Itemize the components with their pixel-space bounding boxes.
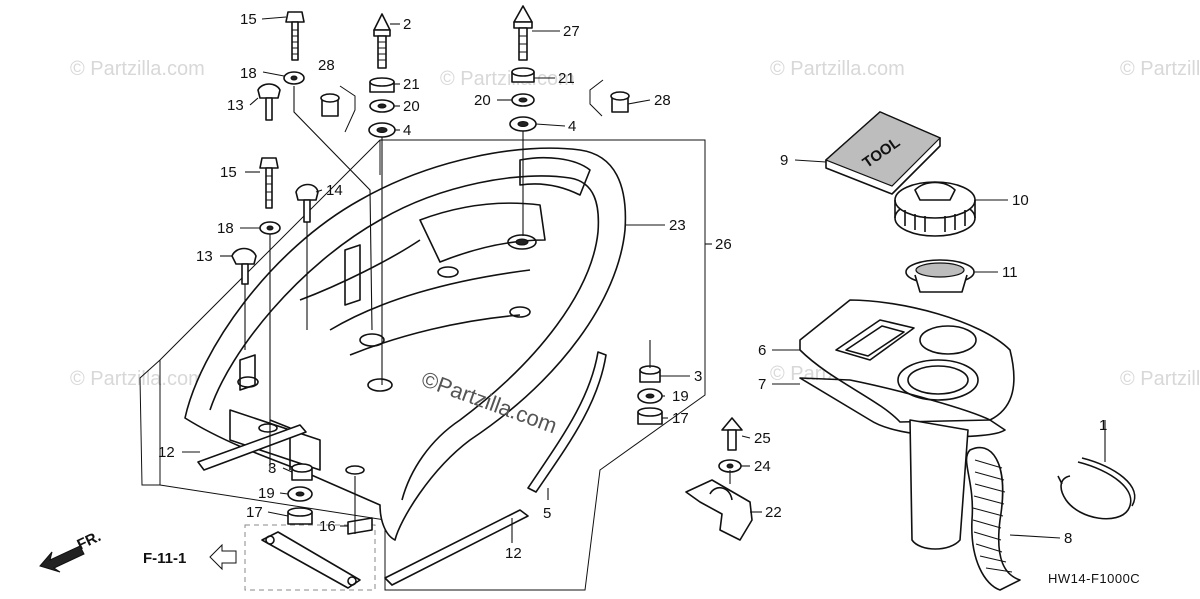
callout-11: 11 xyxy=(1002,264,1018,281)
hose-8 xyxy=(965,446,1021,591)
callout-7: 7 xyxy=(758,376,766,393)
callout-15: 15 xyxy=(240,11,257,28)
callout-17: 17 xyxy=(246,504,263,521)
callout-14: 14 xyxy=(326,182,343,199)
callout-27: 27 xyxy=(563,23,580,40)
callout-19: 19 xyxy=(258,485,275,502)
watermark: © Partzilla.com xyxy=(1120,368,1200,390)
callout-20: 20 xyxy=(403,98,420,115)
callout-20: 20 xyxy=(474,92,491,109)
rear-carrier xyxy=(184,147,627,541)
callout-17: 17 xyxy=(672,410,689,427)
assembly-outline-26 xyxy=(139,139,706,591)
callout-3: 3 xyxy=(268,460,276,477)
callout-16: 16 xyxy=(319,518,336,535)
watermark: © Partzilla.com xyxy=(770,58,905,80)
reference-label: F-11-1 xyxy=(143,550,186,567)
callout-13: 13 xyxy=(227,97,244,114)
assembly-outline-top xyxy=(379,140,706,240)
trim-strip-5 xyxy=(527,351,607,493)
callout-9: 9 xyxy=(780,152,788,169)
fastener-group-right xyxy=(637,365,663,425)
callout-23: 23 xyxy=(669,217,686,234)
filler-neck xyxy=(909,419,969,550)
front-label: FR. xyxy=(75,528,104,554)
clip-16 xyxy=(347,517,373,535)
callout-4: 4 xyxy=(403,122,411,139)
hose-clamp-1 xyxy=(1057,457,1136,520)
callout-19: 19 xyxy=(672,388,689,405)
clamp-group xyxy=(685,417,753,541)
watermark: © Partzilla.com xyxy=(70,58,205,80)
trim-strip-12b xyxy=(384,509,529,586)
front-arrow-icon xyxy=(39,545,85,573)
callout-12: 12 xyxy=(505,545,522,562)
tray-6 xyxy=(799,299,1015,423)
fastener-group-left xyxy=(231,11,396,285)
front-arrow: FR. xyxy=(39,528,104,573)
fastener-group-lower-left xyxy=(287,463,313,525)
fastener-group-center xyxy=(509,5,630,132)
strainer-11 xyxy=(905,259,975,293)
callout-12: 12 xyxy=(158,444,175,461)
fuel-cap-10 xyxy=(894,181,976,237)
diagram-code: HW14-F1000C xyxy=(1048,571,1140,586)
trim-strip-12a xyxy=(197,424,307,471)
tool-lid-9: TOOL xyxy=(824,111,942,195)
watermark: © Partzilla.com xyxy=(440,68,575,90)
callout-5: 5 xyxy=(543,505,551,522)
callout-28: 28 xyxy=(318,57,335,74)
reference-note: F-11-1 xyxy=(143,543,237,571)
bracket-part xyxy=(261,531,361,589)
callout-28: 28 xyxy=(654,92,671,109)
callout-1: 1 xyxy=(1099,417,1107,434)
callout-21: 21 xyxy=(558,70,575,87)
callout-2: 2 xyxy=(403,16,411,33)
callout-18: 18 xyxy=(240,65,257,82)
callout-22: 22 xyxy=(765,504,782,521)
callout-13: 13 xyxy=(196,248,213,265)
callout-10: 10 xyxy=(1012,192,1029,209)
callout-3: 3 xyxy=(694,368,702,385)
callout-26: 26 xyxy=(715,236,732,253)
callout-18: 18 xyxy=(217,220,234,237)
callout-15: 15 xyxy=(220,164,237,181)
watermark: © Partzilla.com xyxy=(70,368,205,390)
callout-24: 24 xyxy=(754,458,771,475)
gasket-7 xyxy=(799,377,1006,438)
callout-4: 4 xyxy=(568,118,576,135)
callout-8: 8 xyxy=(1064,530,1072,547)
leader-lines xyxy=(182,16,1106,543)
watermark: © Partzilla.com xyxy=(1120,58,1200,80)
callout-labels: 15 2 27 18 28 21 21 13 20 20 28 4 4 9 15… xyxy=(158,11,1107,562)
callout-6: 6 xyxy=(758,342,766,359)
reference-arrow-icon xyxy=(209,543,237,571)
callout-25: 25 xyxy=(754,430,771,447)
callout-21: 21 xyxy=(403,76,420,93)
detail-box xyxy=(244,524,376,591)
